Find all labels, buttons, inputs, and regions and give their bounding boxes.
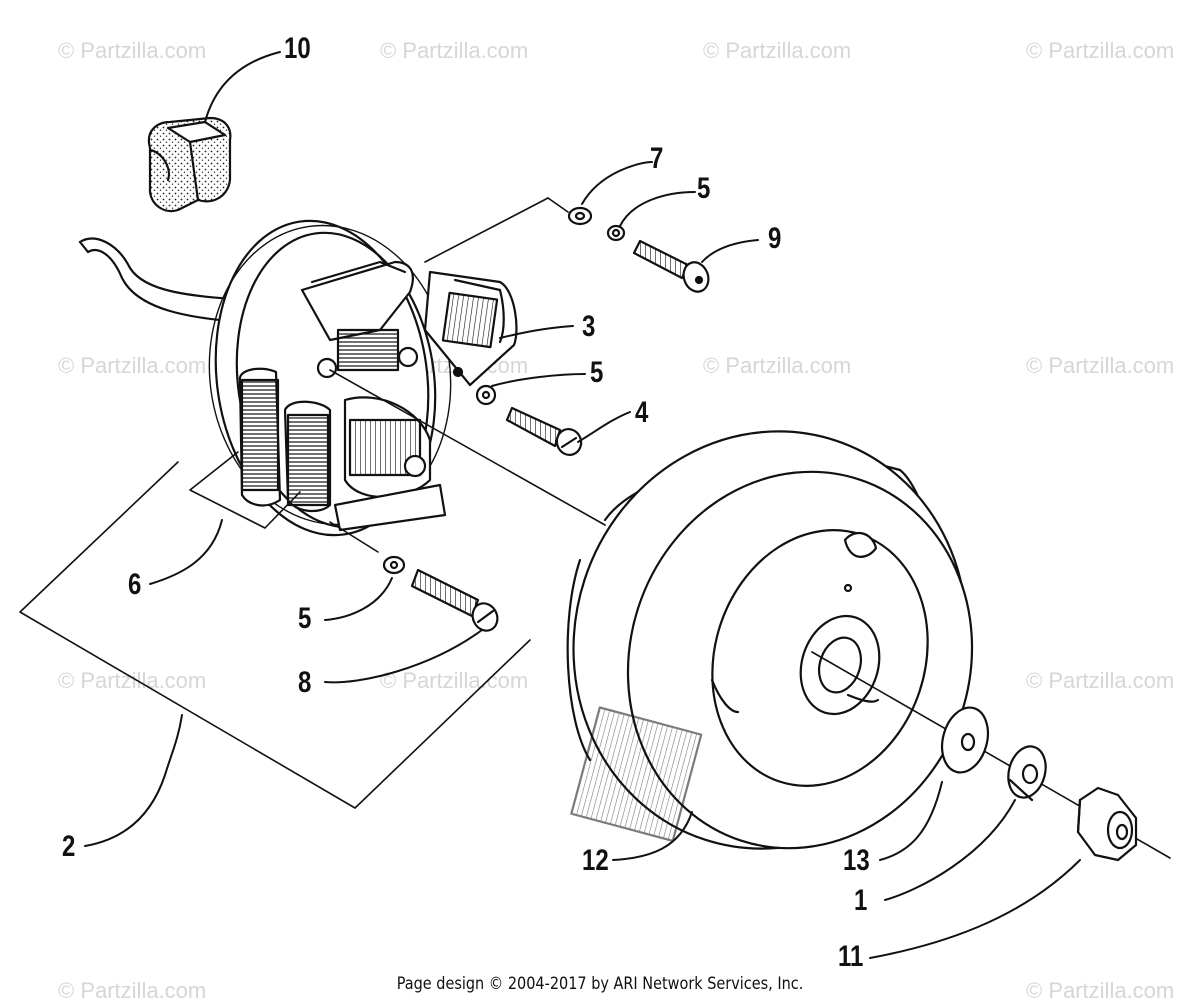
coil-left — [238, 367, 332, 513]
callout-10: 10 — [284, 32, 311, 65]
watermark: © Partzilla.com — [703, 353, 852, 378]
screw-8 — [410, 568, 499, 632]
washer-7 — [567, 206, 593, 226]
part-10-block — [147, 116, 232, 213]
callout-5: 5 — [590, 356, 604, 389]
lock-washer-1 — [1007, 745, 1047, 802]
watermark: © Partzilla.com — [380, 38, 529, 63]
callout-6: 6 — [128, 568, 142, 601]
callout-7: 7 — [650, 142, 664, 175]
nut-11 — [1076, 786, 1138, 862]
copyright-footer: Page design © 2004-2017 by ARI Network S… — [396, 974, 804, 994]
lock-washer-5-mid — [475, 384, 497, 406]
callout-11: 11 — [838, 940, 864, 973]
watermark: © Partzilla.com — [1026, 668, 1175, 693]
callout-13: 13 — [843, 844, 870, 877]
bolt-9 — [632, 239, 710, 293]
watermark: © Partzilla.com — [58, 38, 207, 63]
callout-5: 5 — [298, 602, 312, 635]
lock-washer-5-top — [606, 224, 626, 242]
coil-top — [300, 260, 414, 372]
callout-2: 2 — [62, 830, 76, 863]
watermark: © Partzilla.com — [703, 38, 852, 63]
watermark: © Partzilla.com — [58, 353, 207, 378]
watermark: © Partzilla.com — [1026, 978, 1175, 1003]
watermark: © Partzilla.com — [58, 668, 207, 693]
watermark: © Partzilla.com — [380, 668, 529, 693]
washer-13 — [940, 706, 990, 774]
screw-4 — [505, 406, 583, 456]
wire — [78, 237, 247, 324]
flywheel-12 — [566, 430, 974, 850]
coil-lower — [333, 396, 447, 532]
callout-5: 5 — [697, 172, 711, 205]
callout-1: 1 — [854, 884, 868, 917]
callout-4: 4 — [635, 396, 649, 429]
callout-12: 12 — [582, 844, 609, 877]
lock-washer-5-low — [382, 555, 406, 575]
coil-3 — [423, 270, 518, 387]
callout-9: 9 — [768, 222, 782, 255]
watermark: © Partzilla.com — [1026, 38, 1175, 63]
watermark: © Partzilla.com — [1026, 353, 1175, 378]
callout-3: 3 — [582, 310, 596, 343]
watermark: © Partzilla.com — [58, 978, 207, 1003]
callout-8: 8 — [298, 666, 312, 699]
